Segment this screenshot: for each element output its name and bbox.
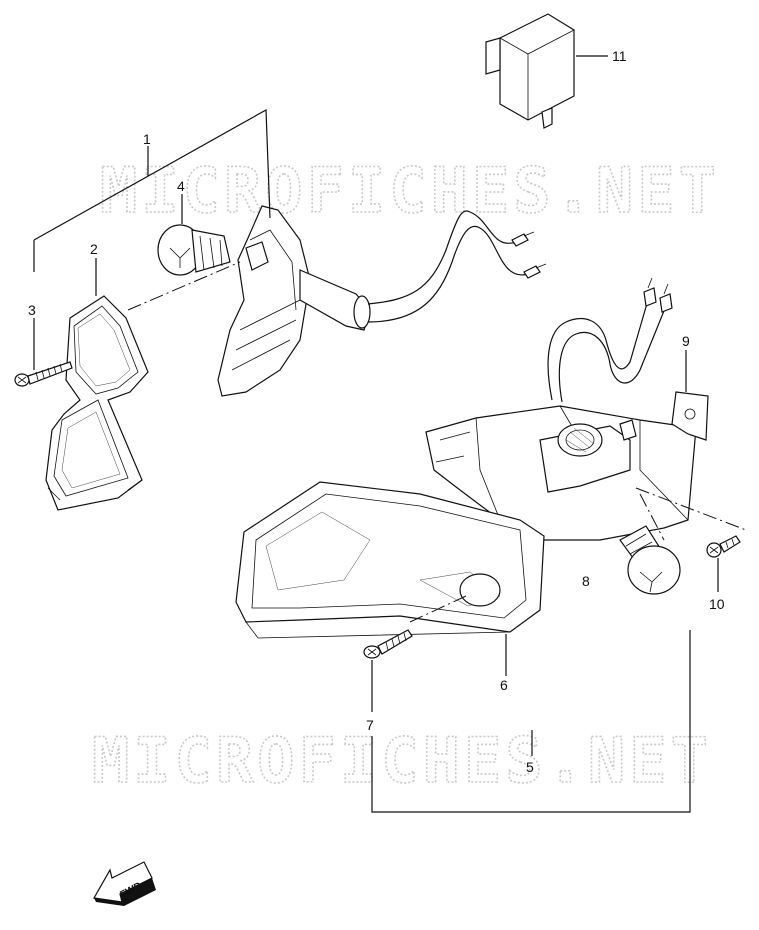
part-3-screw <box>14 361 73 387</box>
part-8-rear-bulb <box>619 525 681 595</box>
callout-9: 9 <box>682 333 690 349</box>
part-4-front-bulb <box>157 224 231 276</box>
part-2-front-lens <box>45 295 149 511</box>
callout-7: 7 <box>366 717 374 733</box>
part-10-screw <box>706 535 741 558</box>
front-socket-bracket <box>217 205 547 397</box>
watermark-top: MICROFICHES.NET <box>100 154 720 227</box>
callout-8: 8 <box>582 573 590 589</box>
callout-3: 3 <box>28 302 36 318</box>
callout-5: 5 <box>526 759 534 775</box>
part-6-rear-lens <box>235 481 545 639</box>
part-11-relay-unit <box>485 13 575 129</box>
callout-2: 2 <box>90 241 98 257</box>
callout-10: 10 <box>709 596 725 612</box>
callout-4: 4 <box>177 178 185 194</box>
rear-lamp-housing <box>425 277 697 541</box>
leader-lines <box>33 55 747 813</box>
callout-6: 6 <box>500 677 508 693</box>
fwd-arrow-badge: FWD <box>93 861 156 906</box>
part-7-screw <box>363 629 413 659</box>
callout-11: 11 <box>612 48 627 64</box>
callout-labels: 1 2 3 4 5 6 7 8 9 10 11 <box>28 48 725 775</box>
callout-1: 1 <box>143 131 151 147</box>
part-9-bracket <box>671 391 709 441</box>
watermark-bottom: MICROFICHES.NET <box>92 724 712 797</box>
